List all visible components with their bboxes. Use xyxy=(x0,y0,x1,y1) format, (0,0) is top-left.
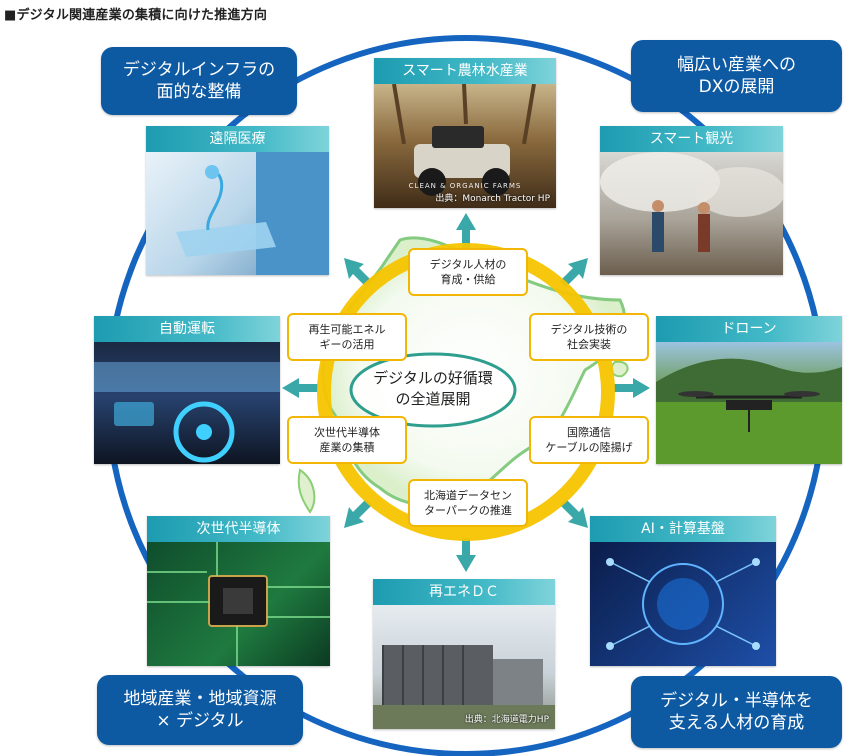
image-credit: 出典：Monarch Tractor HP xyxy=(435,194,550,204)
card-title: スマート農林水産業 xyxy=(374,58,556,84)
center-line-2: の全道展開 xyxy=(395,390,471,408)
card-drone: ドローン xyxy=(656,316,842,464)
card-remote-medicine: 遠隔医療 xyxy=(146,126,329,275)
medical-image xyxy=(146,152,329,275)
tractor-image: CLEAN & ORGANIC FARMS 出典：Monarch Tractor… xyxy=(374,83,556,208)
pill-line-1: デジタルインフラの xyxy=(122,60,276,80)
arrow-up-left xyxy=(344,258,372,287)
steering-wheel-icon xyxy=(94,362,280,463)
arrow-down-right xyxy=(560,499,588,528)
theme-line: 国際通信 xyxy=(567,426,611,439)
page-title: ■デジタル関連産業の集積に向けた推進方向 xyxy=(4,8,268,23)
card-title: 自動運転 xyxy=(94,316,280,342)
center-label: デジタルの好循環 の全道展開 xyxy=(360,368,506,410)
theme-line: 次世代半導体 xyxy=(314,426,380,439)
pill-line-1: 地域産業・地域資源 xyxy=(123,689,277,709)
arrow-up-right xyxy=(560,258,588,287)
pill-industry-dx: 幅広い産業への DXの展開 xyxy=(631,40,842,112)
ai-brain-icon xyxy=(606,558,760,650)
theme-line: 北海道データセン xyxy=(424,489,512,502)
building-icon xyxy=(373,645,555,729)
pill-line-2: × デジタル xyxy=(156,711,244,731)
card-next-gen-semiconductor: 次世代半導体 xyxy=(147,516,330,666)
card-smart-tourism: スマート観光 xyxy=(600,126,783,275)
pill-regional-industry: 地域産業・地域資源 × デジタル xyxy=(97,675,303,745)
theme-semiconductor-cluster: 次世代半導体 産業の集積 xyxy=(287,416,407,464)
car-interior-image xyxy=(94,342,280,464)
arrow-left xyxy=(282,378,318,398)
theme-datacenter-park: 北海道データセン ターパークの推進 xyxy=(408,479,528,527)
card-title: 再エネＤＣ xyxy=(373,579,555,605)
pill-digital-infrastructure: デジタルインフラの 面的な整備 xyxy=(101,47,297,115)
center-line-1: デジタルの好循環 xyxy=(373,369,493,387)
arrow-right xyxy=(614,378,650,398)
drone-image xyxy=(656,342,842,464)
theme-line: 産業の集積 xyxy=(319,441,375,454)
doctor-tablet-icon xyxy=(176,152,329,275)
theme-line: ケーブルの陸揚げ xyxy=(545,441,633,454)
theme-line: 育成・供給 xyxy=(440,273,496,286)
card-title: 遠隔医療 xyxy=(146,126,329,152)
pill-line-2: 支える人材の育成 xyxy=(668,713,805,733)
center-ellipse xyxy=(349,352,517,428)
theme-line: 再生可能エネル xyxy=(308,323,386,336)
card-title: スマート観光 xyxy=(600,126,783,152)
theme-line: ギーの活用 xyxy=(319,338,375,351)
ai-image xyxy=(590,542,776,666)
circuit-board-image xyxy=(147,542,330,666)
pill-talent-development: デジタル・半導体を 支える人材の育成 xyxy=(631,676,842,748)
pill-line-2: DXの展開 xyxy=(698,77,775,97)
island-shape xyxy=(297,468,316,514)
datacenter-image: 出典：北海道電力HP xyxy=(373,605,555,729)
tractor-brand-text: CLEAN & ORGANIC FARMS xyxy=(408,182,522,190)
pill-line-2: 面的な整備 xyxy=(156,82,242,102)
theme-digital-implementation: デジタル技術の 社会実装 xyxy=(529,313,649,361)
theme-line: ターパークの推進 xyxy=(424,504,512,517)
card-title: ドローン xyxy=(656,316,842,342)
arrows xyxy=(282,213,650,572)
hikers-icon xyxy=(600,152,783,252)
pill-line-1: デジタル・半導体を xyxy=(660,691,813,711)
theme-submarine-cable: 国際通信 ケーブルの陸揚げ xyxy=(529,416,649,464)
chip-icon xyxy=(147,542,330,666)
card-title: AI・計算基盤 xyxy=(590,516,776,542)
card-title: 次世代半導体 xyxy=(147,516,330,542)
drone-icon xyxy=(656,358,842,464)
arrow-down xyxy=(456,538,476,572)
theme-line: 社会実装 xyxy=(567,338,611,351)
image-credit: 出典：北海道電力HP xyxy=(464,715,549,725)
pill-line-1: 幅広い産業への xyxy=(677,55,796,75)
theme-digital-talent: デジタル人材の 育成・供給 xyxy=(408,248,528,296)
tourism-image xyxy=(600,152,783,275)
tractor-icon xyxy=(392,83,536,196)
card-renewable-dc: 再エネＤＣ 出典：北海道電力HP xyxy=(373,579,555,729)
arrow-down-left xyxy=(344,499,372,528)
card-autonomous-driving: 自動運転 xyxy=(94,316,280,464)
theme-line: デジタル人材の xyxy=(429,258,507,271)
arrow-up xyxy=(456,213,476,248)
card-smart-agriculture: スマート農林水産業 CLEAN & ORGANIC FARMS 出典：Monar… xyxy=(374,58,556,208)
card-ai-computing: AI・計算基盤 xyxy=(590,516,776,666)
theme-renewable-energy: 再生可能エネル ギーの活用 xyxy=(287,313,407,361)
theme-line: デジタル技術の xyxy=(550,323,628,336)
